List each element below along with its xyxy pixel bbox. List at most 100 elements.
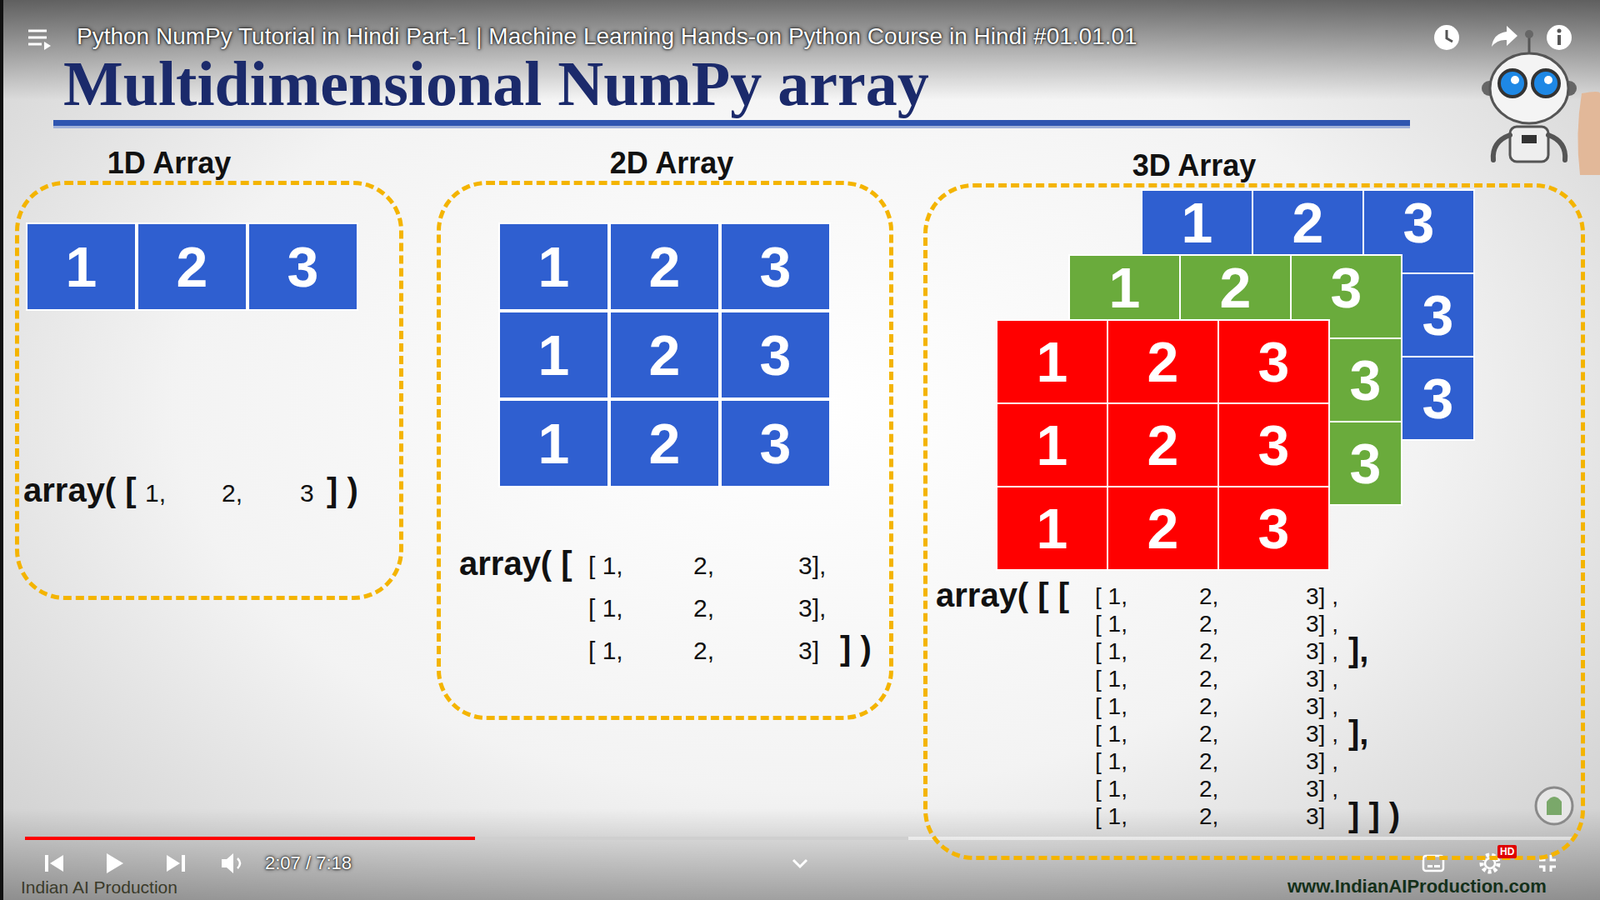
cell-value: 2	[1147, 500, 1180, 557]
array-value: 1,	[145, 480, 166, 506]
info-stem	[1557, 35, 1561, 45]
title-rule	[53, 120, 1410, 126]
grid-line	[1106, 320, 1109, 570]
cell-value: 2	[649, 238, 681, 295]
robot-arm	[1548, 135, 1565, 160]
clock-hands	[1446, 30, 1453, 42]
robot-eye-glint	[1544, 75, 1553, 85]
array-cell: 1	[1141, 190, 1253, 255]
cell-value: 3	[1258, 333, 1290, 390]
array-value: [ 1,	[588, 595, 624, 621]
array-cell: 2	[1107, 320, 1219, 404]
array-cell: 2	[1107, 486, 1219, 570]
array-cell: 3	[720, 399, 831, 488]
array-cell: 1	[996, 403, 1108, 487]
cell-value: 3	[1422, 286, 1455, 344]
cell-value: 3	[287, 238, 320, 295]
robot-eye	[1532, 70, 1560, 97]
code-text: ] )	[326, 473, 359, 507]
cell-value: 1	[1036, 416, 1069, 474]
array-value: 3] ,	[1305, 750, 1339, 774]
volume-wave	[237, 858, 240, 869]
play-icon	[106, 853, 124, 874]
progress-buffer	[25, 836, 909, 840]
cell-value: 3	[1258, 500, 1290, 557]
cell-value: 3	[760, 415, 792, 472]
array-cell: 3	[720, 310, 831, 400]
cell-value: 3	[1330, 259, 1363, 316]
playlist-icon	[28, 30, 51, 50]
channel-watermark: Indian AI Production	[20, 878, 178, 896]
cell-value: 3	[1350, 435, 1382, 492]
next-icon	[181, 855, 185, 872]
array-value: [ 1,	[1095, 722, 1128, 746]
watch-later-icon	[1434, 25, 1460, 50]
grid-line	[996, 402, 1330, 405]
subtitles-icon	[1434, 865, 1440, 868]
cell-value: 3	[1422, 370, 1455, 427]
array-value: 2,	[1199, 750, 1219, 774]
array-value: 2,	[693, 553, 715, 579]
icon-line	[28, 30, 47, 33]
array-cell: 1	[1069, 255, 1180, 320]
array-value: 2,	[1199, 695, 1219, 719]
array-cell: 3	[1329, 421, 1402, 505]
website-watermark: www.IndianAIProduction.com	[1287, 877, 1547, 896]
info-dot	[1557, 29, 1562, 34]
array-value: 3] ,	[1305, 640, 1339, 664]
time-display: 2:07 / 7:18	[265, 854, 352, 873]
cell-value: 3	[1258, 416, 1290, 474]
array-value: [ 1,	[1095, 585, 1128, 609]
red-layer	[996, 320, 1330, 570]
grid-line	[996, 485, 1330, 488]
array-value: 2,	[693, 638, 715, 664]
array-value: [ 1,	[1095, 805, 1128, 829]
array-panel: 1D Array123	[15, 180, 404, 600]
array-value: 2,	[1199, 585, 1219, 609]
array-value: [ 1,	[588, 553, 624, 579]
code-text: array( [	[23, 473, 137, 507]
grid-line	[1217, 320, 1220, 570]
cell-value: 3	[1350, 351, 1382, 409]
array-cell: 1	[498, 399, 610, 488]
code-text: array( [ [	[935, 578, 1070, 612]
cell-value: 2	[649, 415, 681, 472]
cell-value: 1	[538, 238, 570, 295]
cell-value: 1	[1036, 500, 1069, 557]
robot-panel	[1521, 135, 1537, 144]
cell-value: 2	[1147, 416, 1180, 474]
cell-value: 3	[760, 238, 792, 295]
subtitles-icon	[1427, 865, 1433, 868]
array-value: 3]	[798, 638, 820, 664]
array-value: 2,	[1199, 667, 1219, 691]
cell-value: 1	[1036, 333, 1069, 390]
slide-title: Multidimensional NumPy array	[63, 51, 930, 115]
progress-track	[25, 836, 1575, 840]
array-panel: 3D Array1233312333123123123	[923, 183, 1585, 860]
array-value: 2,	[1199, 777, 1219, 801]
cell-value: 1	[65, 238, 98, 295]
panel-heading: 1D Array	[107, 145, 232, 180]
array-cell: 2	[1107, 403, 1219, 487]
video-title: Python NumPy Tutorial in Hindi Part-1 | …	[76, 25, 1138, 49]
array-value: 2,	[1199, 805, 1219, 829]
logo-ring	[1535, 787, 1573, 825]
array-value: [ 1,	[588, 638, 624, 664]
title-rule-shadow	[53, 125, 1410, 129]
array-cell: 2	[136, 222, 248, 311]
robot-eye	[1499, 70, 1526, 97]
array-cell: 3	[1290, 255, 1402, 320]
cell-value: 1	[1181, 194, 1214, 251]
cell-value: 2	[176, 238, 209, 295]
array-value: 2,	[1199, 722, 1219, 746]
array-cell: 2	[609, 399, 720, 488]
next-icon	[166, 855, 180, 872]
array-value: 3],	[798, 595, 826, 621]
array-value: [ 1,	[1095, 777, 1128, 801]
array-cell: 2	[609, 310, 720, 400]
array-value: [ 1,	[1095, 612, 1128, 636]
volume-icon	[221, 853, 234, 874]
frame-edge	[0, 0, 4, 900]
hd-badge: HD	[1497, 845, 1517, 859]
